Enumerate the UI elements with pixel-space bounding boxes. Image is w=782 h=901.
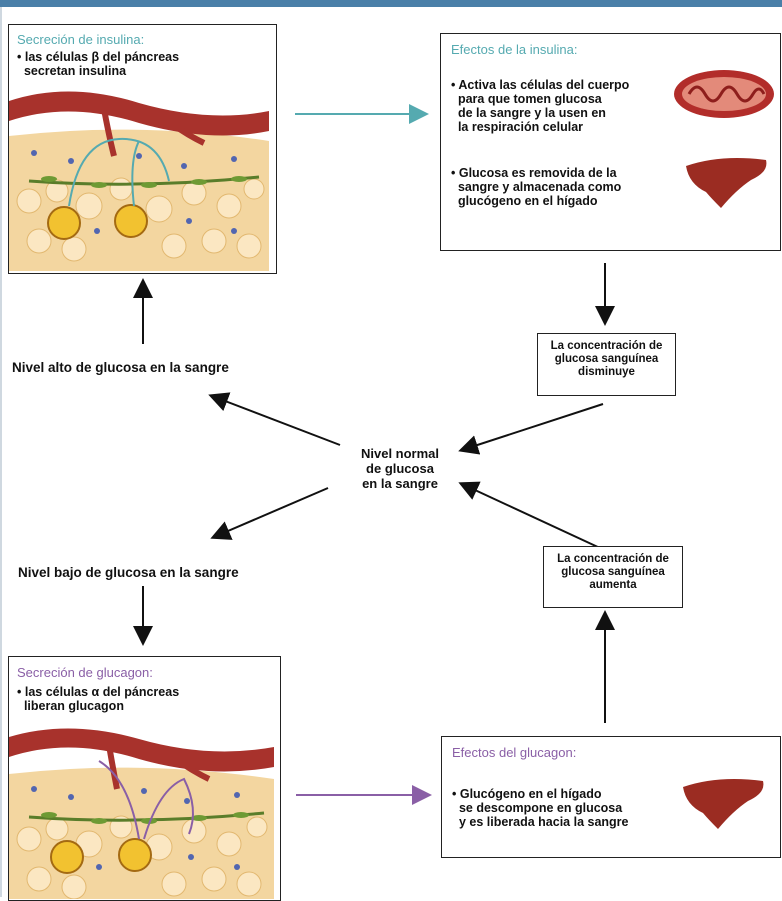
normal-glucose-line-2: de glucosa bbox=[335, 461, 465, 476]
liver-icon bbox=[678, 773, 768, 833]
glucose-decreases-box: La concentración de glucosa sanguínea di… bbox=[537, 333, 676, 396]
insulin-secretion-panel: Secreción de insulina: • las células β d… bbox=[8, 24, 277, 274]
insulin-secretion-title: Secreción de insulina: bbox=[17, 32, 144, 47]
mitochondrion-icon bbox=[669, 64, 779, 124]
arrow-increase-to-normal bbox=[462, 484, 600, 548]
glucose-increases-text: La concentración de glucosa sanguínea au… bbox=[557, 553, 669, 591]
arrow-normal-to-high bbox=[212, 396, 340, 445]
glucagon-secretion-title: Secreción de glucagon: bbox=[17, 665, 153, 680]
insulin-effects-panel: Efectos de la insulina: • Activa las cél… bbox=[440, 33, 781, 251]
insulin-secretion-bullet: • las células β del páncreas secretan in… bbox=[17, 50, 179, 78]
liver-icon bbox=[681, 152, 771, 212]
insulin-effects-bullet-1: • Activa las células del cuerpo para que… bbox=[451, 78, 629, 134]
glucagon-secretion-panel: Secreción de glucagon: • las células α d… bbox=[8, 656, 281, 901]
low-glucose-label: Nivel bajo de glucosa en la sangre bbox=[18, 565, 239, 580]
pancreas-insulin-illustration bbox=[9, 81, 274, 271]
glucagon-effects-title: Efectos del glucagon: bbox=[452, 745, 576, 760]
arrow-normal-to-low bbox=[214, 488, 328, 537]
insulin-effects-title: Efectos de la insulina: bbox=[451, 42, 577, 57]
glucose-increases-box: La concentración de glucosa sanguínea au… bbox=[543, 546, 683, 608]
pancreas-glucagon-illustration bbox=[9, 719, 278, 899]
normal-glucose-line-1: Nivel normal bbox=[335, 446, 465, 461]
glucagon-effects-panel: Efectos del glucagon: • Glucógeno en el … bbox=[441, 736, 781, 858]
high-glucose-label: Nivel alto de glucosa en la sangre bbox=[12, 360, 229, 375]
glucagon-effects-bullet: • Glucógeno en el hígado se descompone e… bbox=[452, 787, 628, 829]
insulin-effects-bullet-2: • Glucosa es removida de la sangre y alm… bbox=[451, 166, 621, 208]
normal-glucose-line-3: en la sangre bbox=[335, 476, 465, 491]
glucagon-secretion-bullet: • las células α del páncreas liberan glu… bbox=[17, 685, 179, 713]
normal-glucose-label: Nivel normal de glucosa en la sangre bbox=[335, 446, 465, 491]
glucose-decreases-text: La concentración de glucosa sanguínea di… bbox=[551, 340, 663, 378]
arrow-decrease-to-normal bbox=[462, 404, 603, 450]
